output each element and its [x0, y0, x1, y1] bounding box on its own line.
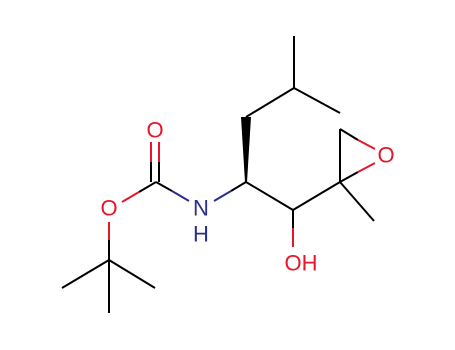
- amine-nitrogen-label: N: [193, 196, 209, 221]
- bond-carbinol-epoxide-carbon: [292, 181, 341, 211]
- bond-tbutyl-methyl-right: [108, 259, 156, 289]
- bond-epoxide-c-oxygen-red: [357, 162, 376, 173]
- epoxide-oxygen-label: O: [377, 143, 394, 168]
- bond-nitrogen-carbamate-blue: [171, 190, 190, 202]
- bond-isobutyl-ch-methyl-right: [293, 87, 341, 114]
- bond-stereocenter-nitrogen-black: [230, 181, 247, 192]
- ester-oxygen-label: O: [100, 196, 117, 221]
- bond-tbutyl-methyl-left: [61, 259, 110, 289]
- bond-epoxide-ch2-oxygen-black: [339, 128, 359, 141]
- bond-isobutyl-ch-ch2: [245, 87, 295, 118]
- wedge-bond-stereocenter: [241, 117, 251, 182]
- bond-stereocenter-nitrogen-blue: [213, 190, 232, 202]
- bond-carbamate-ester-oxygen-red: [121, 191, 140, 203]
- bond-epoxide-methyl: [339, 181, 375, 222]
- bond-carbamate-ester-oxygen-black: [138, 181, 157, 193]
- bond-epoxide-ch2-oxygen-red: [357, 139, 376, 150]
- bond-stereocenter-carbinol: [245, 181, 294, 211]
- carbonyl-oxygen-label: O: [146, 118, 163, 143]
- bond-epoxide-c-oxygen-black: [339, 171, 359, 183]
- bond-nitrogen-carbamate-black: [155, 181, 173, 192]
- hydroxyl-label: OH: [285, 251, 318, 276]
- amine-hydrogen-label: H: [193, 222, 209, 247]
